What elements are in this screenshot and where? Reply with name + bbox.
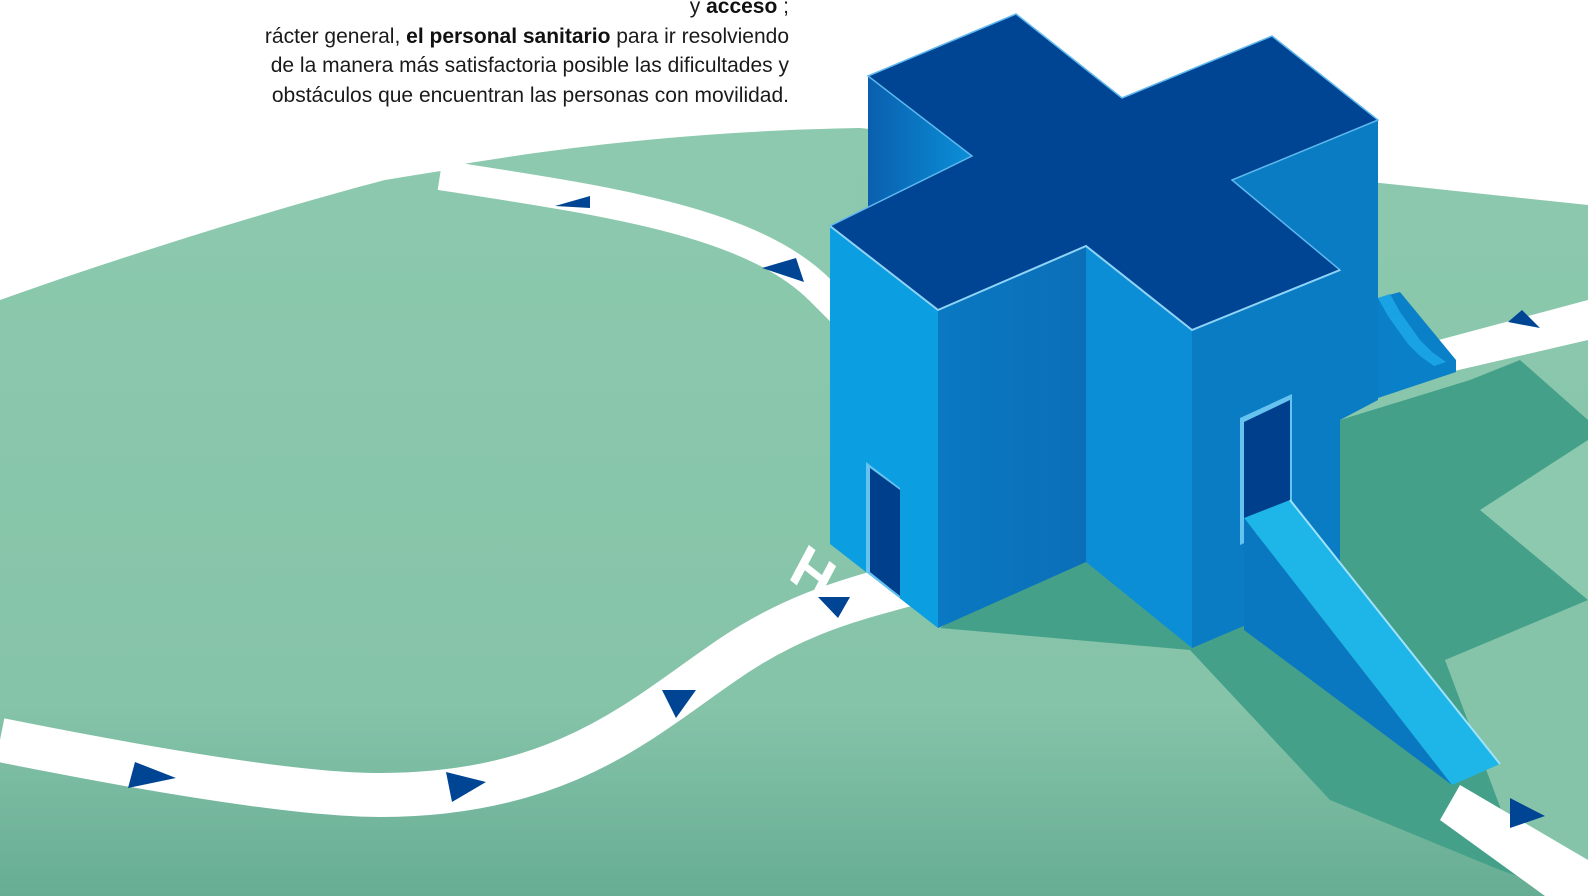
arrow-icon xyxy=(555,196,590,208)
arrow-icon xyxy=(1510,798,1545,828)
arrow-icon xyxy=(662,690,696,718)
arrow-icon xyxy=(818,597,850,618)
arrow-icon xyxy=(128,762,176,788)
shadow-light-wedge xyxy=(1480,440,1588,600)
road-right xyxy=(1420,300,1588,372)
building-left-wall-front xyxy=(830,226,938,628)
intro-paragraph: y acceso ; rácter general, el personal s… xyxy=(149,0,789,110)
ramp xyxy=(1244,499,1501,785)
shadow-light-wedge-2 xyxy=(1445,600,1588,896)
building-front-face xyxy=(938,246,1086,628)
road-bottom-right xyxy=(1440,785,1588,896)
paragraph-line: de la manera más satisfactoria posible l… xyxy=(270,54,789,77)
paragraph-line: obstáculos que encuentran las personas c… xyxy=(271,83,789,107)
highlight-personal-sanitario: el personal sanitario xyxy=(406,24,611,48)
arrow-icon xyxy=(762,258,804,282)
building-back-right-wall xyxy=(1232,120,1378,420)
paragraph-line: y acceso ; xyxy=(689,0,789,18)
arrow-icon xyxy=(1508,310,1540,328)
building-inner-wall xyxy=(1086,246,1192,648)
paragraph-line: rácter general, el personal sanitario pa… xyxy=(264,24,789,48)
stairs xyxy=(1378,292,1456,398)
right-door xyxy=(1244,400,1290,538)
left-door xyxy=(870,468,900,596)
roof-edge-highlight xyxy=(829,225,1341,332)
road-left xyxy=(0,563,911,817)
arrow-icon xyxy=(446,772,486,802)
road-arrows xyxy=(128,196,1545,828)
